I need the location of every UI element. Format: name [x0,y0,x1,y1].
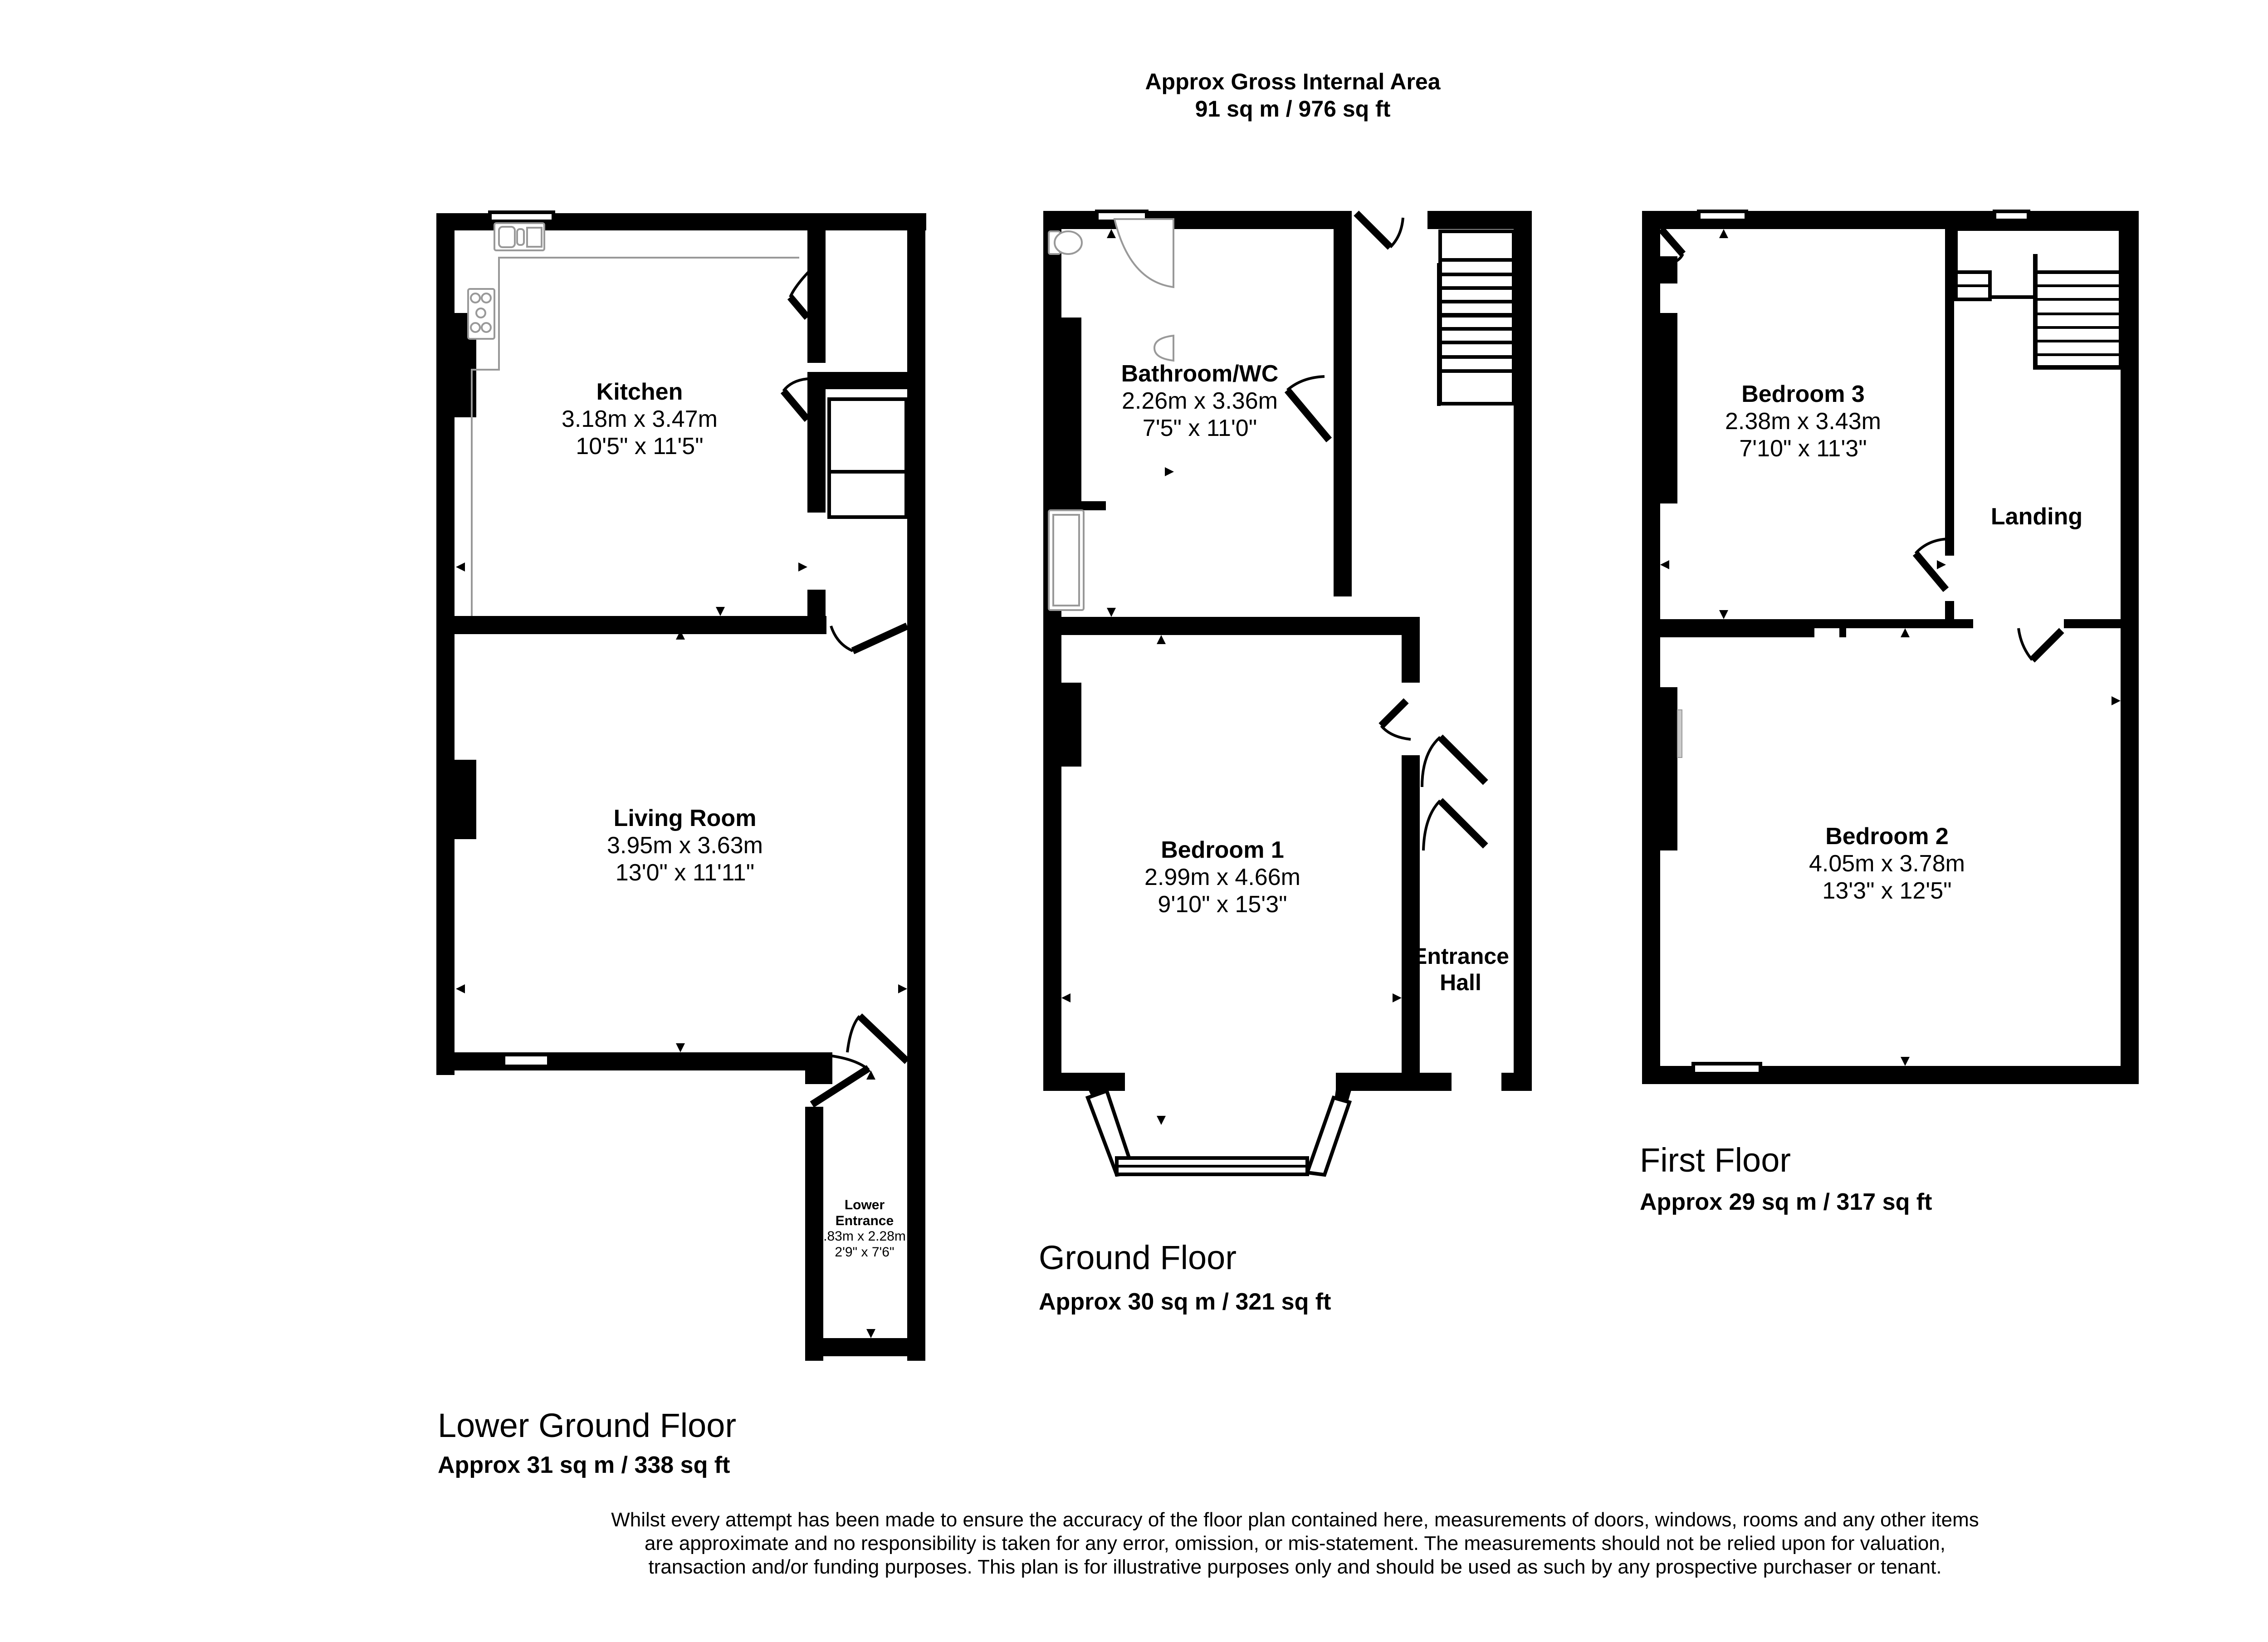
ground-floor-stairs [1437,230,1515,406]
room-label-entrance-hall: Entrance Hall [1412,943,1509,995]
floor-title-lower-ground: Lower Ground Floor [438,1407,737,1444]
floor-area-ground: Approx 30 sq m / 321 sq ft [1039,1289,1331,1315]
room-label-bedroom-1: Bedroom 1 2.99m x 4.66m 9'10" x 15'3" [1144,837,1300,918]
ground-floor-plan [1043,210,1532,1177]
toilet-icon [1048,230,1083,255]
room-label-lower-entrance: Lower Entrance .83m x 2.28m 2'9" x 7'6" [823,1197,906,1260]
gia-title: Approx Gross Internal Area [1145,69,1441,94]
gia-value: 91 sq m / 976 sq ft [1195,96,1391,122]
room-label-bedroom-2: Bedroom 2 4.05m x 3.78m 13'3" x 12'5" [1809,823,1965,904]
measurement-arrows [1660,229,2121,1066]
floor-area-first: Approx 29 sq m / 317 sq ft [1640,1189,1932,1215]
measurement-arrows [1061,229,1402,1125]
lower-ground-stairs [827,397,908,519]
first-floor-stairs [1954,227,2123,370]
room-label-kitchen: Kitchen 3.18m x 3.47m 10'5" x 11'5" [562,379,718,459]
floor-title-ground: Ground Floor [1039,1239,1237,1276]
floor-title-first: First Floor [1640,1141,1791,1179]
room-label-bathroom-wc: Bathroom/WC 2.26m x 3.36m 7'5" x 11'0" [1121,361,1279,441]
bay-window [1080,1073,1356,1177]
shower-tray-icon [1048,509,1085,611]
room-label-bedroom-3: Bedroom 3 2.38m x 3.43m 7'10" x 11'3" [1725,381,1881,462]
corner-bath-icon [1113,218,1174,288]
door-icon [1284,210,1488,851]
lower-ground-floor-plan [436,210,926,1361]
first-floor-plan [1642,210,2139,1084]
sink-icon [494,222,545,251]
measurement-arrows [456,220,907,1338]
door-icon [1658,226,2064,663]
hob-icon [467,288,495,340]
door-icon [780,271,910,1108]
basin-icon [1153,334,1174,362]
room-label-living-room: Living Room 3.95m x 3.63m 13'0" x 11'11" [607,805,763,886]
room-label-landing: Landing [1990,503,2083,530]
gross-internal-area: Approx Gross Internal Area 91 sq m / 976… [1111,68,1474,122]
floor-area-lower-ground: Approx 31 sq m / 338 sq ft [438,1452,730,1478]
disclaimer-text: Whilst every attempt has been made to en… [611,1509,1979,1578]
